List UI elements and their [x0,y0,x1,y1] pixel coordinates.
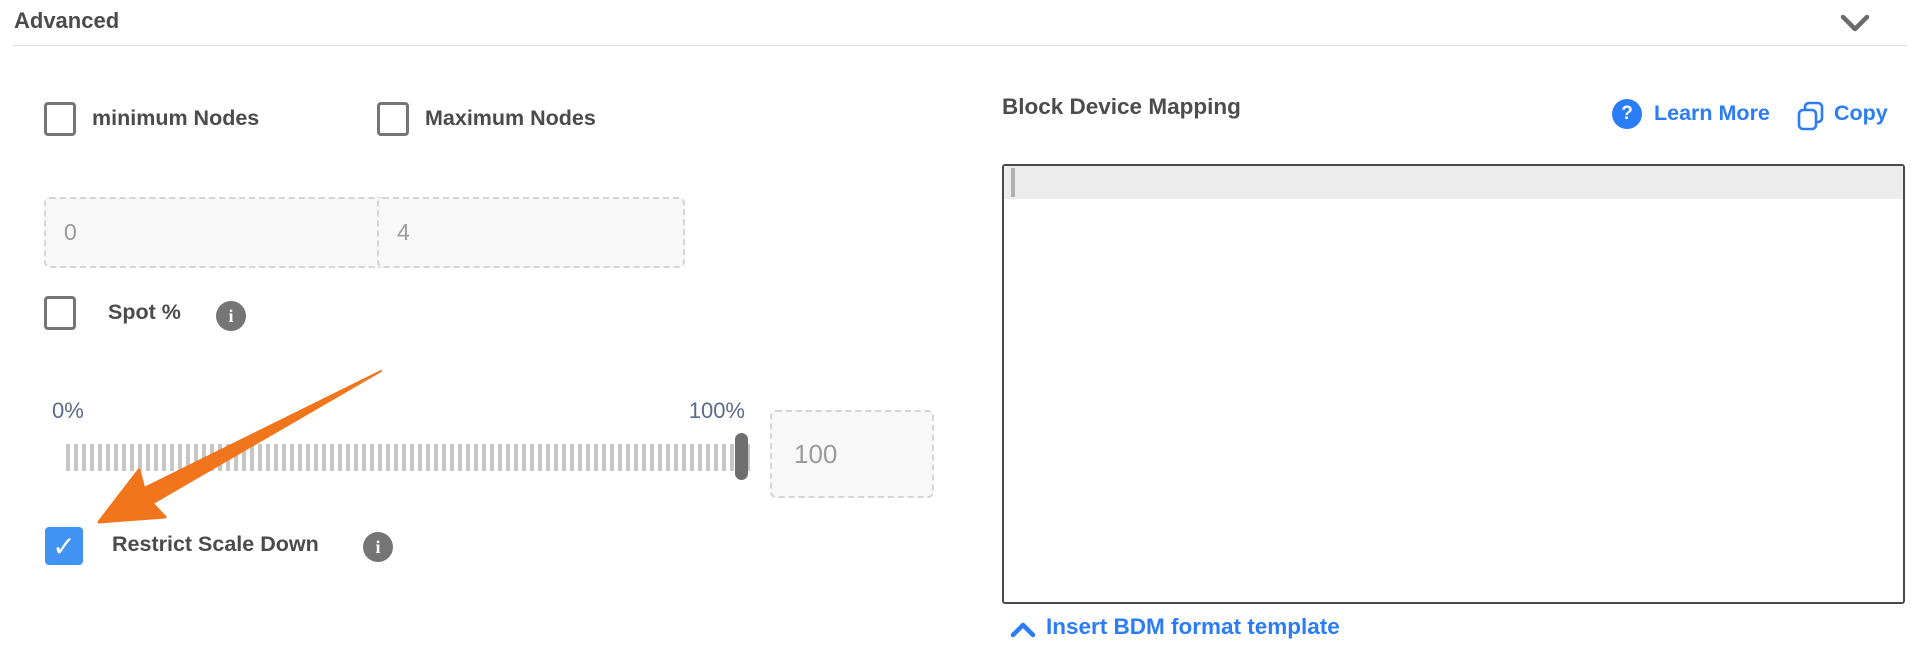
slider-max-label: 100% [688,398,745,423]
spot-percent-checkbox[interactable] [44,296,76,330]
maximum-nodes-checkbox[interactable] [377,102,409,136]
spot-percent-info-icon[interactable]: i [216,301,246,331]
chevron-up-icon[interactable] [1010,621,1036,639]
restrict-scale-down-checkbox[interactable]: ✓ [45,527,83,565]
minimum-nodes-checkbox[interactable] [44,102,76,136]
copy-icon[interactable] [1796,100,1826,132]
chevron-down-icon[interactable] [1838,8,1872,38]
bdm-title: Block Device Mapping [1002,94,1241,119]
checkmark-icon: ✓ [52,530,76,562]
editor-cursor [1011,168,1015,197]
section-title: Advanced [14,8,120,33]
slider-min-label: 0% [52,398,84,423]
spot-percent-label: Spot % [108,300,181,324]
spot-percent-slider-track[interactable] [66,444,752,471]
restrict-scale-down-info-icon[interactable]: i [363,532,393,562]
spot-percent-input[interactable] [770,410,934,498]
learn-more-link[interactable]: Learn More [1654,101,1770,125]
maximum-nodes-input[interactable] [377,197,685,268]
maximum-nodes-label: Maximum Nodes [425,106,596,130]
restrict-scale-down-label: Restrict Scale Down [112,532,319,556]
minimum-nodes-input[interactable] [44,197,390,268]
section-divider [13,45,1907,46]
spot-percent-slider-handle[interactable] [735,433,748,480]
editor-active-line [1004,166,1903,199]
minimum-nodes-label: minimum Nodes [92,106,260,130]
insert-bdm-template-link[interactable]: Insert BDM format template [1046,614,1340,639]
copy-link[interactable]: Copy [1834,101,1888,125]
bdm-code-editor[interactable] [1002,164,1905,604]
help-icon[interactable]: ? [1612,99,1642,129]
